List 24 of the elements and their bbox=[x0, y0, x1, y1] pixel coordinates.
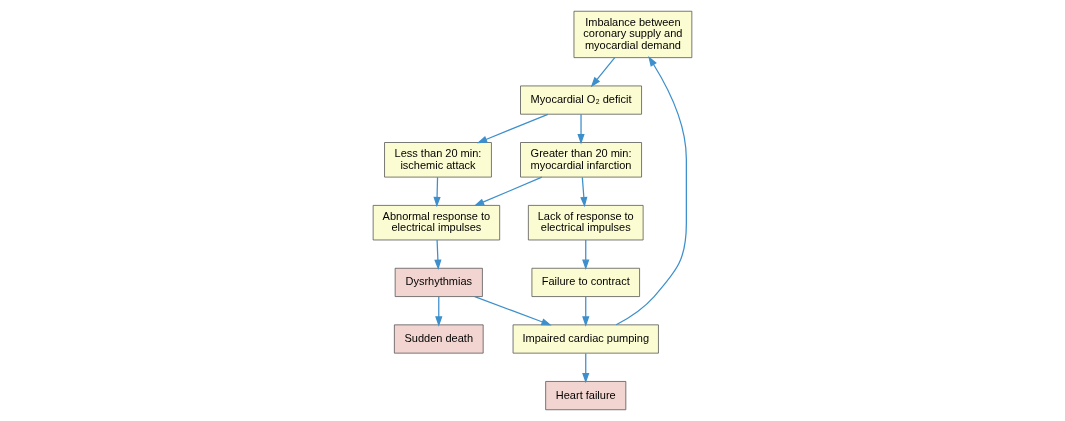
arrow bbox=[473, 176, 543, 207]
arrow bbox=[435, 296, 443, 327]
arrow bbox=[582, 239, 590, 270]
node-box: Dysrhythmias bbox=[394, 267, 483, 297]
arrow bbox=[434, 239, 442, 270]
node-box: Failure to contract bbox=[531, 267, 640, 297]
node-box: Sudden death bbox=[393, 324, 484, 354]
arrow bbox=[474, 296, 552, 326]
node-box: Myocardial O₂ deficit bbox=[520, 85, 642, 115]
node-box: Heart failure bbox=[545, 381, 627, 411]
arrow bbox=[577, 113, 585, 145]
arrow bbox=[582, 296, 590, 327]
node-box: Lack of response to electrical impulses bbox=[527, 205, 644, 241]
node-box: Imbalance between coronary supply and myocardial demand bbox=[573, 10, 693, 59]
node-box: Impaired cardiac pumping bbox=[512, 324, 659, 354]
arrow bbox=[615, 56, 687, 326]
node-box: Abnormal response to electrical impulses bbox=[372, 205, 501, 241]
arrow bbox=[433, 176, 441, 208]
arrow bbox=[582, 352, 590, 384]
node-box: Greater than 20 min: myocardial infarction bbox=[520, 142, 642, 178]
node-box: Less than 20 min: ischemic attack bbox=[384, 142, 492, 178]
arrow bbox=[476, 113, 549, 144]
arrow bbox=[590, 57, 616, 88]
arrow bbox=[580, 176, 588, 208]
